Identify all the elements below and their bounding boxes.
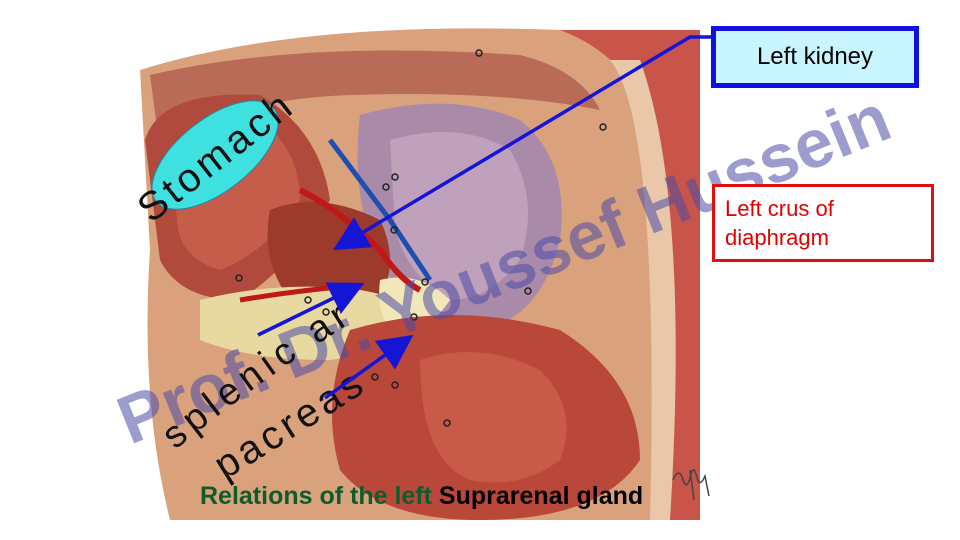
- splenic-artery-arrow: [257, 282, 365, 337]
- caption-part1: Relations of the left: [200, 482, 432, 510]
- left-crus-text-line1: Left crus of: [725, 196, 834, 221]
- anatomy-artwork: [140, 28, 700, 520]
- caption-part2: Suprarenal gland: [438, 482, 644, 510]
- left-kidney-text: Left kidney: [756, 43, 874, 70]
- left-crus-text-line2: diaphragm: [725, 224, 829, 250]
- pancreas-arrow: [323, 334, 414, 400]
- slide-caption: Relations of the left Suprarenal gland: [200, 482, 800, 511]
- left-kidney-label: Left kidney: [711, 26, 919, 88]
- kidney-pointer-line: [332, 35, 711, 251]
- signature-mark: [672, 469, 710, 501]
- left-crus-label: Left crus of diaphragm: [712, 184, 934, 262]
